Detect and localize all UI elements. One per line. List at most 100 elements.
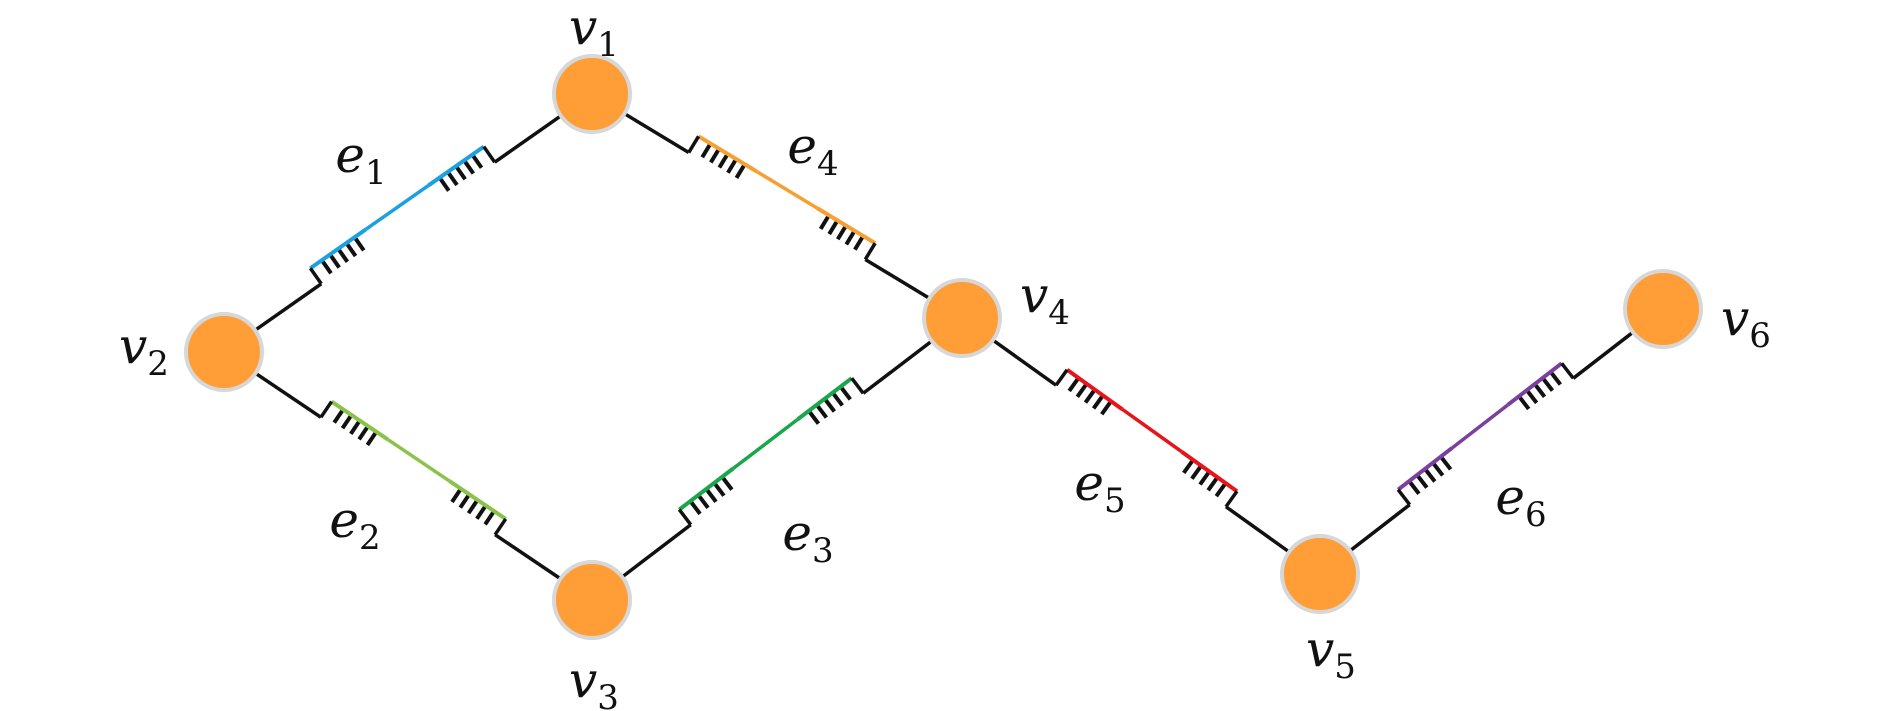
pad-tooth [1423,467,1437,483]
pad-tooth [336,247,350,263]
pad-tooth [844,229,857,246]
label-subscript: 2 [359,518,381,558]
pad-tooth [717,152,730,169]
node-label-v6: v6 [1721,289,1771,356]
pad-tooth [458,493,471,509]
pad-tooth [357,425,370,441]
wire-connector [493,517,508,536]
edge-label-e6: e6 [1495,468,1546,535]
pad-tooth [365,430,378,447]
pad-tooth [712,481,726,497]
wire-connector [863,242,877,261]
pad-tooth [838,385,852,401]
pad-tooth [475,504,488,520]
node-label-v4: v4 [1020,266,1070,333]
label-subscript: 3 [812,531,834,571]
edge-e6 [1318,307,1665,576]
pad-tooth [1525,388,1539,405]
node-label-v1: v1 [569,0,619,65]
e6-pad-2 [1506,361,1563,411]
e3-pad-2 [796,376,853,425]
wire-connector [319,400,333,419]
edge-e1 [222,92,594,354]
label-base: v [569,0,597,56]
edge-link [1450,403,1509,450]
nodes-layer [184,54,1703,640]
wire-connector [850,377,865,395]
pad-tooth [688,499,702,516]
edge-e5 [960,316,1322,576]
pad-tooth [1415,473,1429,489]
pad-rail [309,227,368,270]
label-base: v [569,651,597,709]
pad-tooth [720,475,734,491]
pad-tooth [815,403,829,419]
pad-tooth [1214,481,1228,498]
pad-tooth [1100,400,1113,416]
e4-pad-2 [815,206,877,251]
edge-label-e1: e1 [335,126,386,193]
label-subscript: 1 [597,25,619,65]
pad-rail [448,479,507,521]
label-subscript: 5 [1334,647,1356,687]
node-v3 [552,560,632,640]
wire-connector [482,145,497,164]
pad-rail [697,134,758,174]
node-v6 [1623,269,1703,349]
pad-rail [426,145,485,188]
edge-label-e4: e4 [787,117,838,184]
pad-tooth [1083,388,1097,404]
wire-connector [1054,368,1069,387]
e2-pad-2 [448,479,507,526]
e1-pad-2 [426,145,485,192]
pad-tooth [320,259,333,275]
edge-e2 [223,350,593,602]
label-base: e [1495,468,1525,526]
pad-tooth [696,493,710,510]
edge-label-e2: e2 [329,491,380,558]
wire-connector [677,508,693,526]
node-label-v3: v3 [569,651,619,711]
pad-tooth [437,176,451,192]
label-base: v [1020,266,1048,324]
pad-tooth [344,241,358,258]
e5-pad-2 [1180,450,1239,498]
pad-tooth [1533,382,1547,398]
pad-rail [1065,368,1124,411]
pad-tooth [818,214,831,230]
e5-pad-1 [1065,368,1124,416]
wire-connector [687,135,701,154]
wire-connector [1396,488,1412,506]
node-v1 [552,54,632,134]
node-label-v5: v5 [1306,620,1356,687]
label-base: v [1721,289,1749,347]
label-base: e [1074,454,1104,512]
label-subscript: 3 [597,678,619,711]
pad-tooth [1206,476,1220,492]
pad-tooth [836,224,848,241]
node-v4 [922,278,1002,358]
pad-tooth [1407,479,1421,495]
pad-tooth [483,509,496,526]
label-base: e [787,117,817,175]
label-base: e [335,126,365,184]
pad-tooth [709,147,721,164]
label-base: e [329,491,359,549]
label-subscript: 4 [1048,293,1070,333]
e1-pad-1 [309,227,368,275]
edge-link [1121,407,1183,454]
pad-tooth [1067,376,1081,393]
edge-link [386,438,451,483]
pad-rail [1396,446,1454,492]
pad-tooth [853,234,865,251]
edge-link [732,417,799,470]
label-base: e [782,504,812,562]
edge-link [755,170,818,210]
pad-rail [1180,450,1239,493]
pad-tooth [1439,455,1453,471]
edge-label-e3: e3 [782,504,833,571]
label-base: v [1306,620,1334,678]
e4-pad-1 [697,134,758,179]
